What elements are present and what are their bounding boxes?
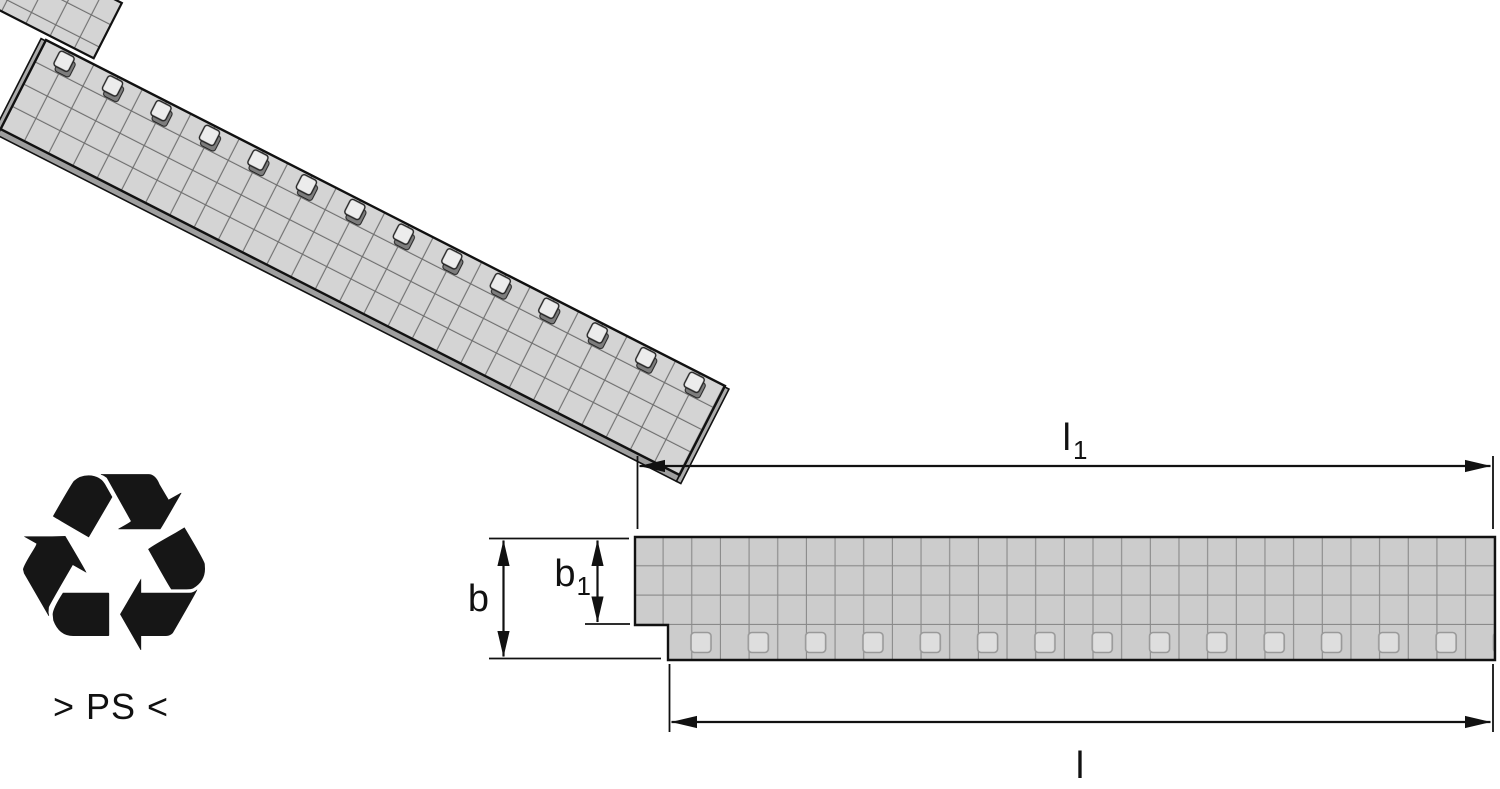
iso-partial-grid	[0, 0, 122, 59]
dim-l-group: l	[668, 664, 1494, 787]
iso-strip	[0, 37, 731, 485]
recycling-mark: ♻ > PS <	[2, 418, 227, 728]
material-code-label: > PS <	[52, 686, 170, 727]
dim-b1-label: b1	[554, 553, 591, 601]
iso-strip-studs	[34, 40, 725, 410]
iso-strip-grid	[0, 40, 725, 476]
front-view	[633, 535, 1497, 662]
dim-b1-group: b1	[554, 540, 630, 625]
front-view-grid	[635, 537, 1495, 625]
dim-b-label: b	[468, 578, 489, 620]
iso-strip-partial	[0, 0, 124, 60]
dim-b-group: b	[468, 537, 661, 660]
dim-l1-group: l1	[636, 417, 1494, 529]
dim-l1-label: l1	[1063, 417, 1088, 465]
dim-l-label: l	[1076, 745, 1084, 787]
front-view-studs	[668, 625, 1495, 660]
iso-partial-outline	[0, 0, 124, 60]
recycling-icon: ♻	[2, 418, 227, 709]
iso-strip-outline	[0, 38, 727, 477]
front-view-outline	[633, 535, 1497, 662]
